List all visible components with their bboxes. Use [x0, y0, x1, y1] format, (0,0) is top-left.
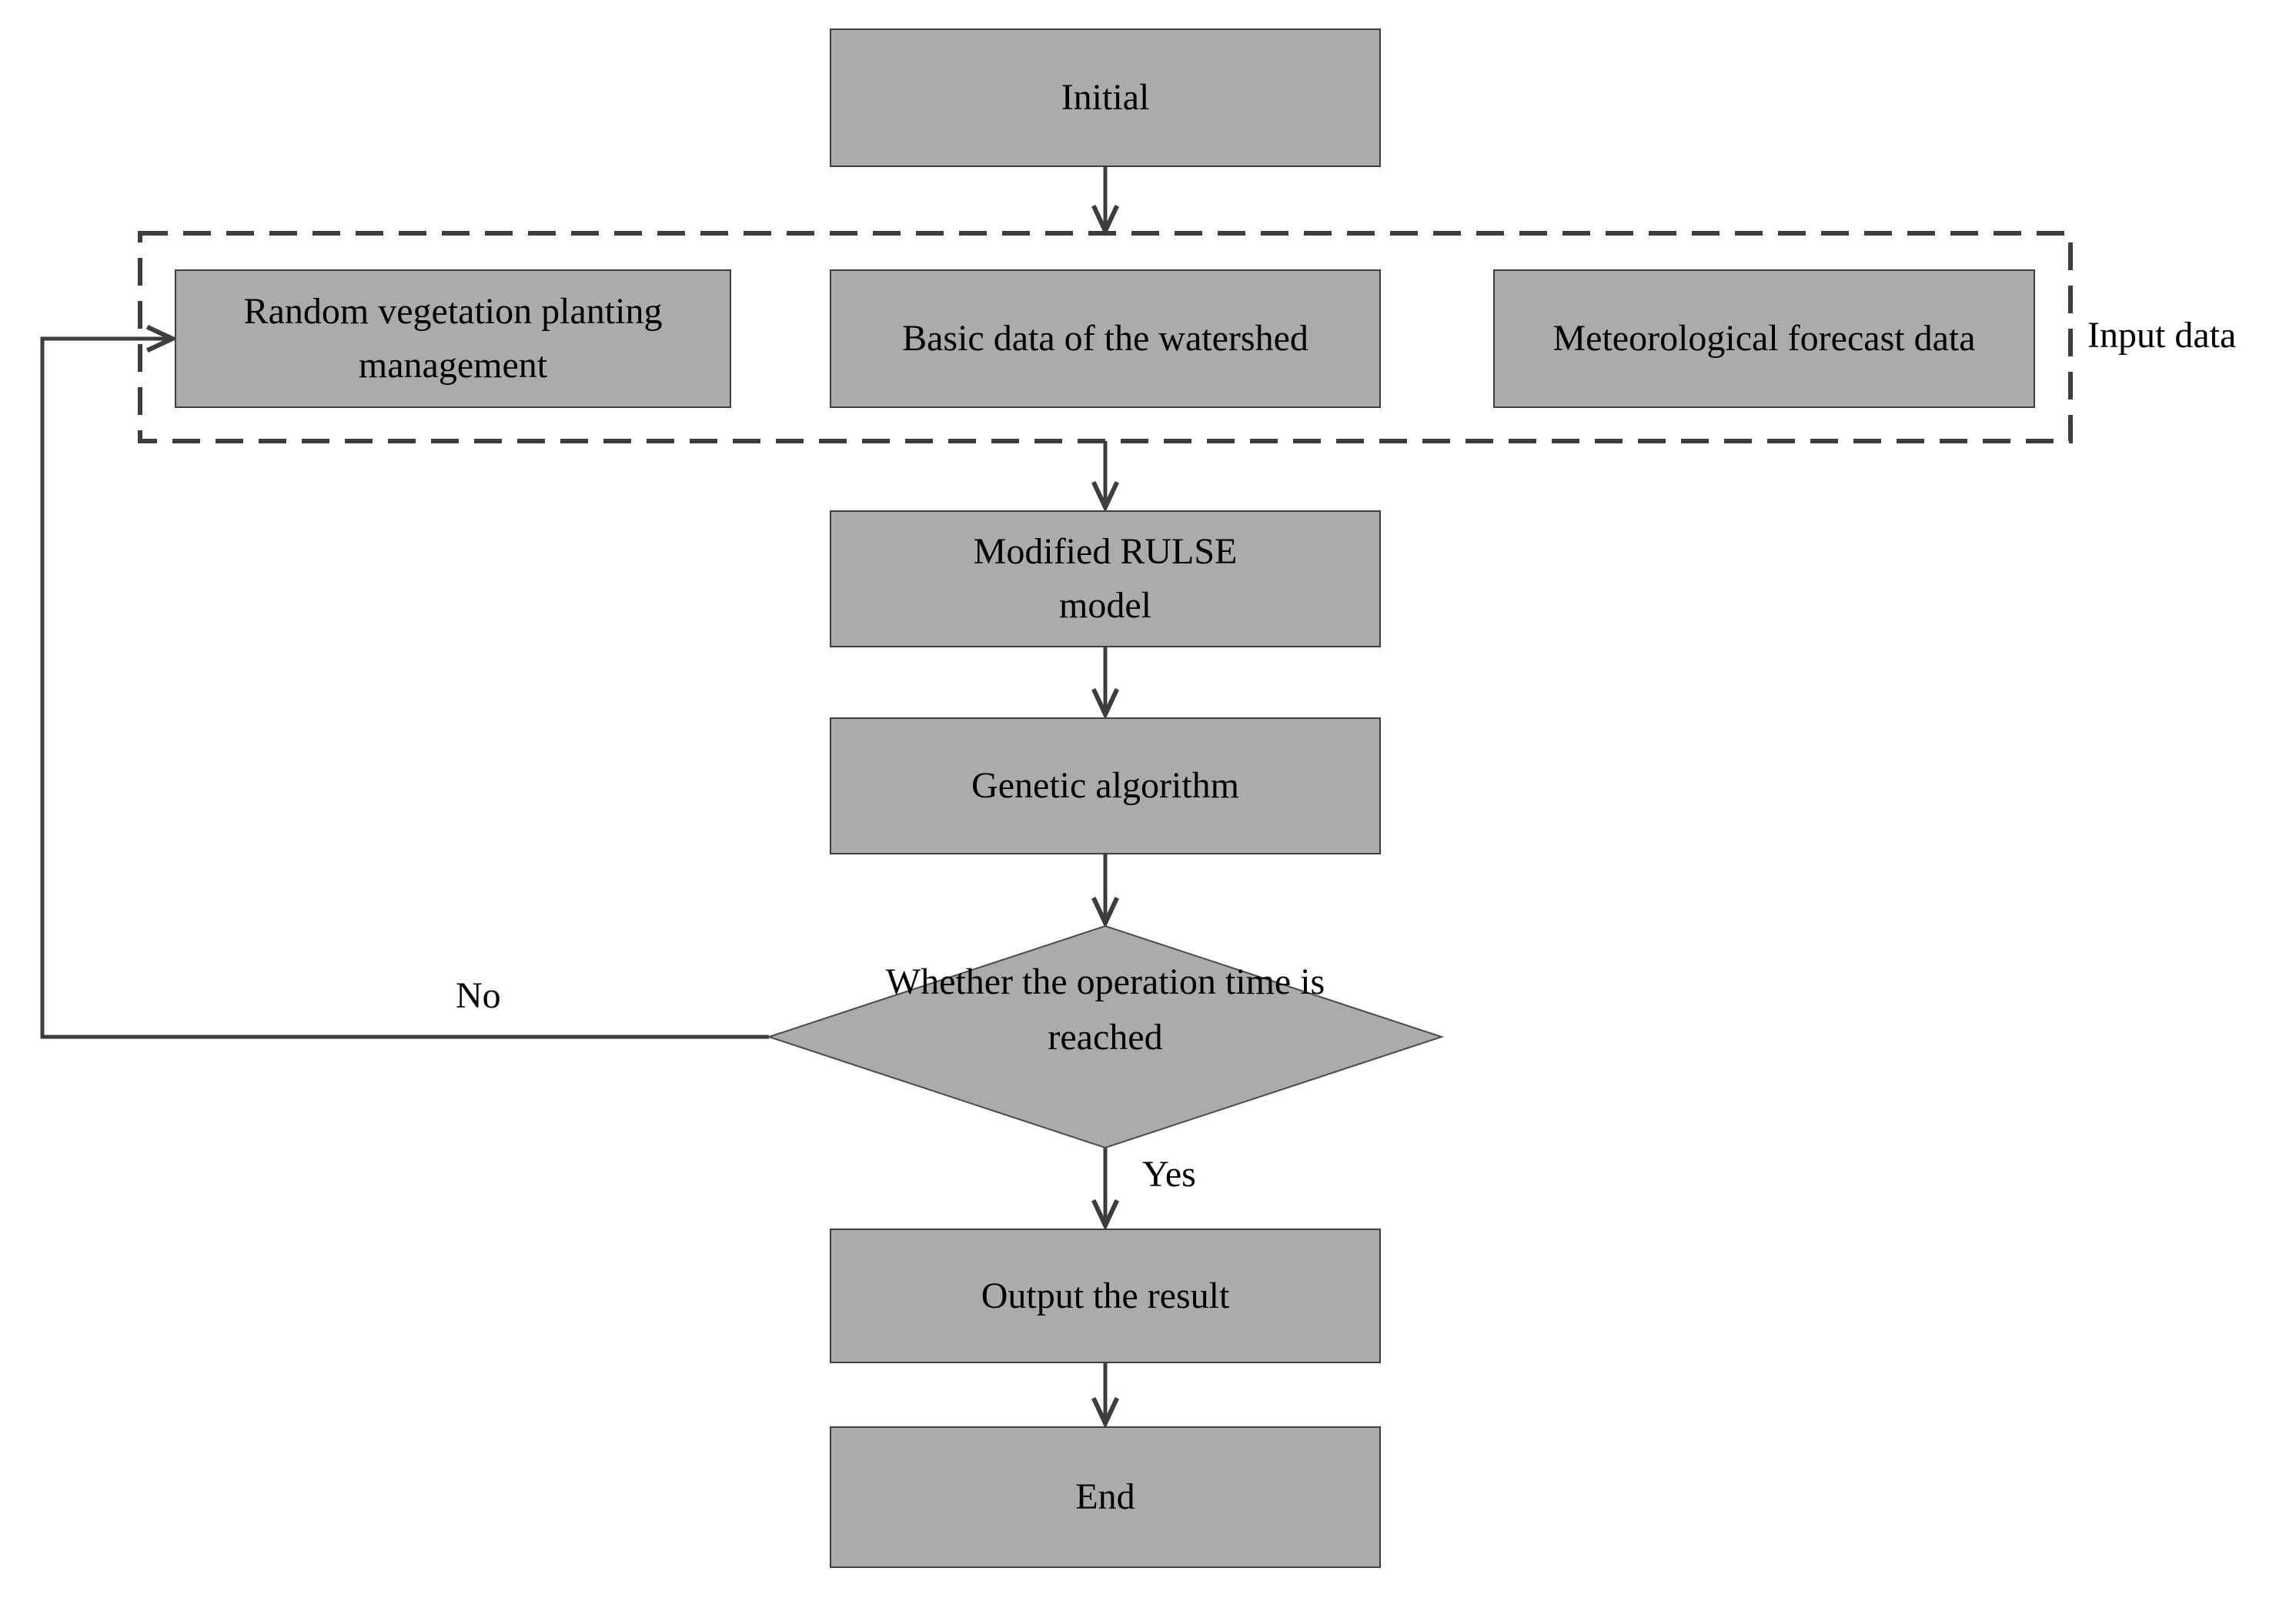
node-label: Modified RULSE model: [973, 531, 1238, 626]
node-genetic-algorithm: Genetic algorithm: [830, 717, 1381, 854]
decision-diamond-label: Whether the operation time is reached: [828, 954, 1382, 1065]
input-data-group-label: Input data: [2087, 315, 2237, 356]
arrow-no-loopback: [40, 325, 769, 1039]
node-output-result: Output the result: [830, 1229, 1381, 1363]
node-label: Initial: [1061, 77, 1150, 119]
node-end: End: [830, 1426, 1381, 1568]
edge-label-yes: Yes: [1142, 1154, 1196, 1195]
node-label: Meteorological forecast data: [1552, 318, 1976, 359]
node-meteorological-data: Meteorological forecast data: [1493, 269, 2035, 408]
edge-label-no: No: [456, 975, 501, 1016]
node-random-vegetation: Random vegetation planting management: [175, 269, 731, 408]
node-modified-rulse-model: Modified RULSE model: [830, 510, 1381, 647]
node-basic-data: Basic data of the watershed: [830, 269, 1381, 408]
node-label: Genetic algorithm: [971, 765, 1239, 807]
node-label: End: [1075, 1476, 1135, 1518]
node-label: Whether the operation time is reached: [885, 961, 1325, 1058]
node-label: Random vegetation planting management: [243, 291, 663, 386]
node-initial: Initial: [830, 28, 1381, 167]
node-label: Basic data of the watershed: [902, 318, 1308, 359]
decision-diamond-shape: [766, 924, 1445, 1149]
node-label: Output the result: [981, 1275, 1230, 1316]
